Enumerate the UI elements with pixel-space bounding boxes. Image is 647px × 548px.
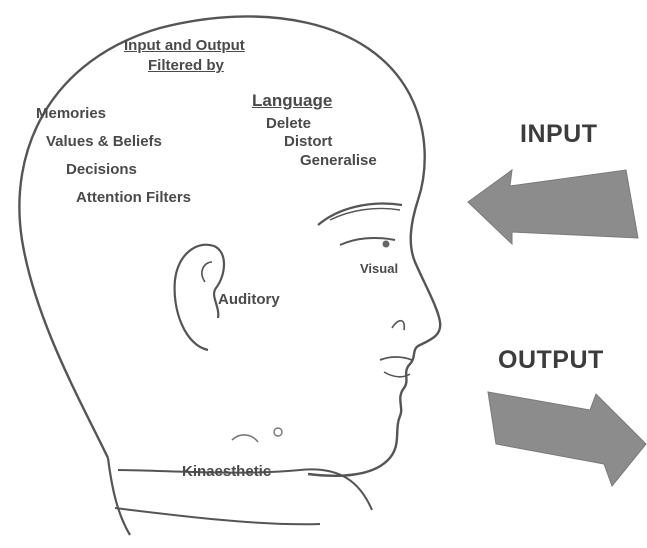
input-label: INPUT — [520, 122, 598, 147]
input-arrow — [468, 170, 638, 244]
language-distort: Distort — [284, 134, 332, 149]
sense-auditory: Auditory — [218, 292, 280, 307]
sense-visual: Visual — [360, 262, 398, 275]
nostril — [392, 321, 404, 330]
ear — [175, 245, 224, 350]
eyebrow — [318, 204, 402, 225]
language-generalise: Generalise — [300, 153, 377, 168]
language-delete: Delete — [266, 116, 311, 131]
header-line-1: Input and Output — [124, 38, 245, 53]
shoulder-line — [115, 508, 320, 524]
head-outline — [19, 16, 440, 475]
language-title: Language — [252, 92, 332, 109]
filter-attention: Attention Filters — [76, 190, 191, 205]
filter-decisions: Decisions — [66, 162, 137, 177]
filter-values-beliefs: Values & Beliefs — [46, 134, 162, 149]
sense-kinaesthetic: Kinaesthetic — [182, 464, 271, 479]
header-line-2: Filtered by — [148, 58, 224, 73]
mouth — [380, 357, 412, 360]
output-label: OUTPUT — [498, 348, 604, 373]
output-arrow — [488, 392, 646, 486]
filter-memories: Memories — [36, 106, 106, 121]
